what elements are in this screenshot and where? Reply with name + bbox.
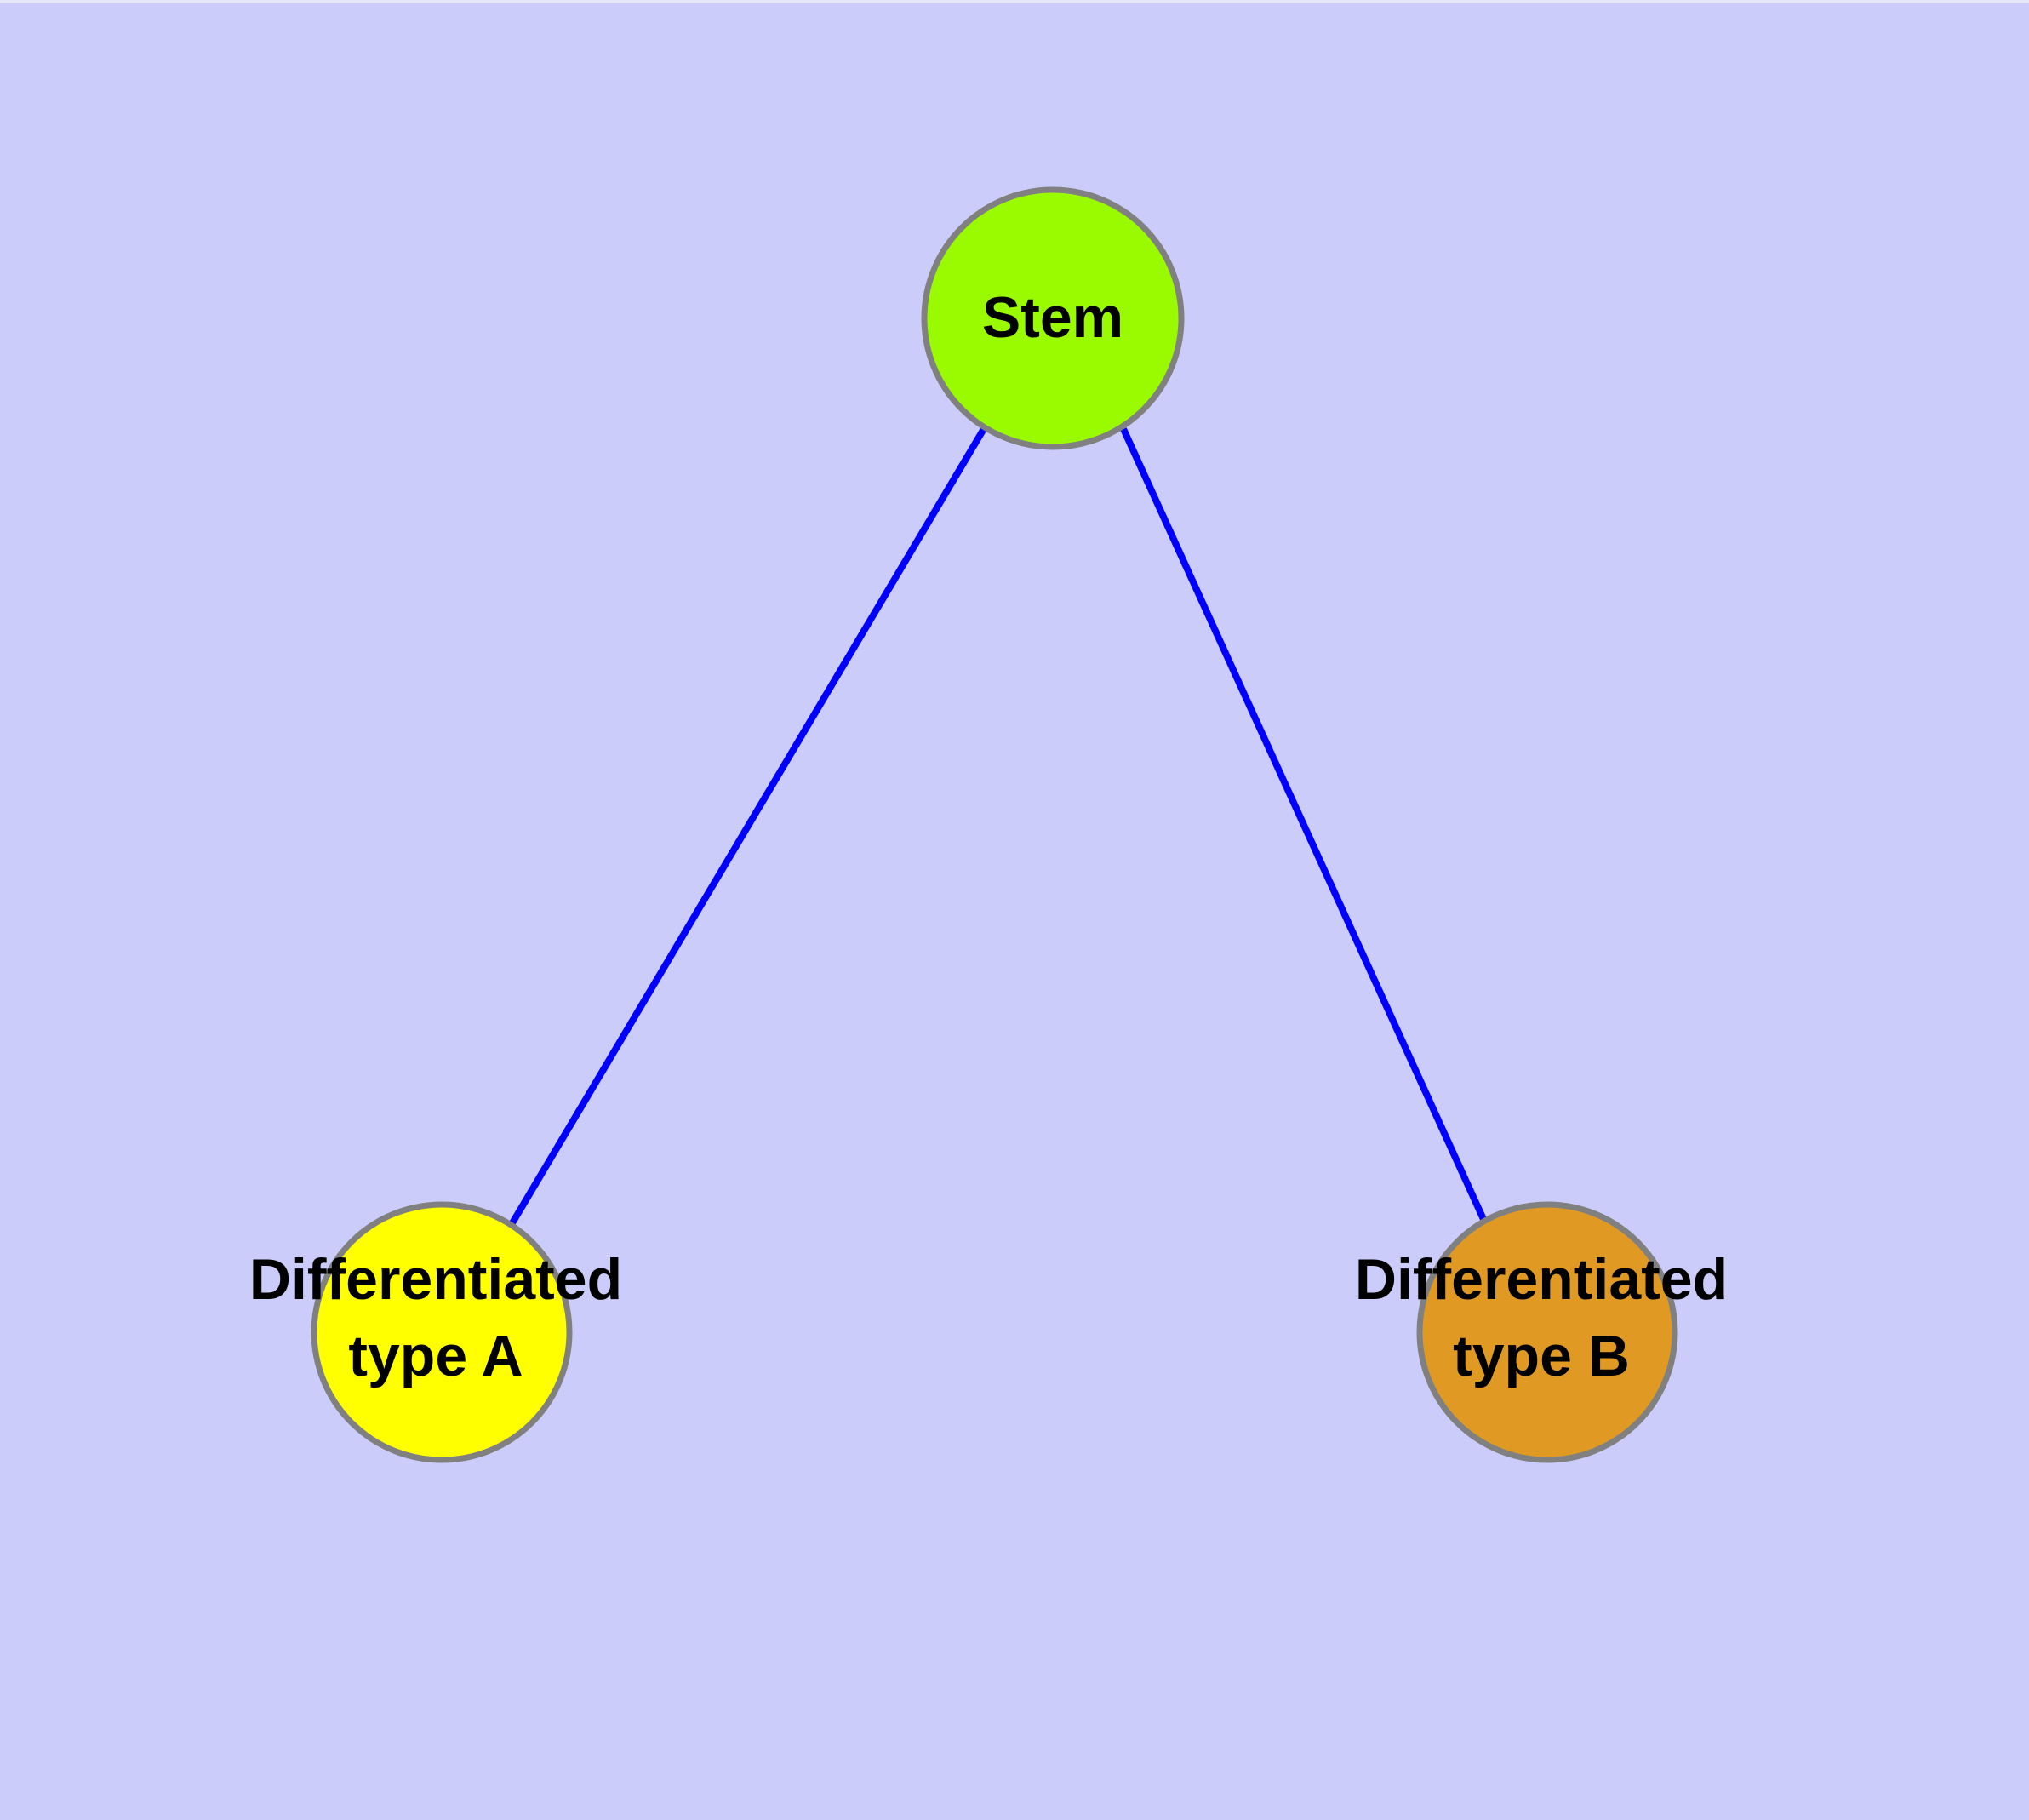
node-label-differentiated-type-a-line2: type A bbox=[348, 1324, 523, 1388]
node-label-differentiated-type-b-line1: Differentiated bbox=[1355, 1247, 1728, 1312]
node-differentiated-type-b[interactable] bbox=[1416, 1201, 1678, 1463]
node-circle-stem[interactable] bbox=[921, 186, 1185, 450]
node-circle-differentiated-type-a[interactable] bbox=[311, 1201, 573, 1463]
node-label-differentiated-type-a-line1: Differentiated bbox=[249, 1247, 622, 1312]
top-edge-strip bbox=[0, 0, 2029, 3]
edge-stem-to-differentiated-type-b[interactable] bbox=[1120, 427, 1495, 1238]
node-label-stem: Stem bbox=[982, 285, 1123, 350]
node-stem[interactable]: Stem bbox=[921, 186, 1185, 450]
edge-stem-to-differentiated-type-a[interactable] bbox=[507, 425, 988, 1228]
node-label-differentiated-type-b-line2: type B bbox=[1453, 1324, 1630, 1388]
node-differentiated-type-a[interactable] bbox=[311, 1201, 573, 1463]
node-circle-differentiated-type-b[interactable] bbox=[1416, 1201, 1678, 1463]
